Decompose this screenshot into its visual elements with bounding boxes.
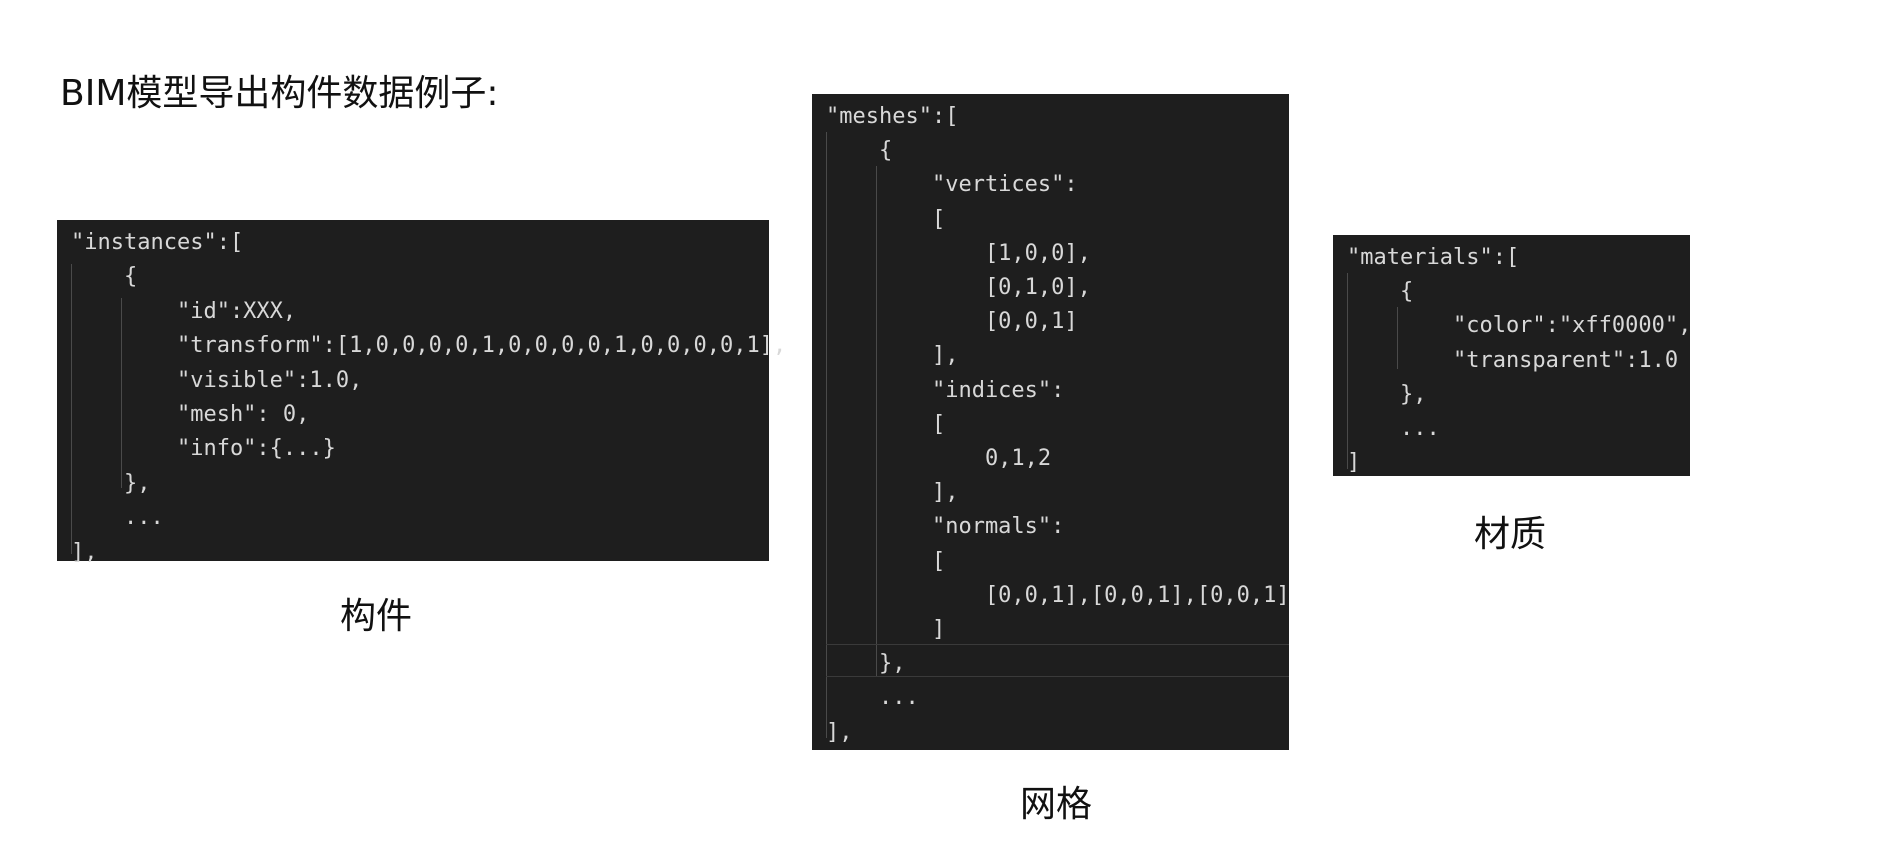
indent-guide [826, 132, 827, 738]
current-line-highlight [826, 644, 1289, 645]
code-line: { [826, 138, 893, 164]
code-line: ... [71, 505, 164, 531]
code-line: "info":{...} [71, 436, 336, 462]
indent-guide [876, 166, 877, 676]
code-line: { [1347, 279, 1414, 305]
code-line: }, [826, 651, 906, 677]
code-line: "id":XXX, [71, 298, 297, 324]
indent-guide [121, 298, 122, 488]
instances-code-block: "instances":[ { "id":XXX, "transform":[1… [57, 220, 786, 565]
code-line: "vertices": [826, 172, 1078, 198]
code-line: ] [1347, 450, 1361, 476]
code-line: ... [1347, 416, 1440, 442]
instances-caption: 构件 [340, 596, 413, 637]
page-heading: BIM模型导出构件数据例子: [60, 73, 499, 114]
code-line: [0,0,1],[0,0,1],[0,0,1] [826, 582, 1290, 608]
code-line: "transparent":1.0 [1347, 347, 1679, 373]
code-line: { [71, 264, 138, 290]
code-line: [ [826, 548, 946, 574]
code-line: "indices": [826, 377, 1065, 403]
code-line: ], [71, 539, 98, 565]
code-line: ], [826, 343, 959, 369]
materials-caption: 材质 [1474, 514, 1547, 555]
code-line: [1,0,0], [826, 240, 1091, 266]
meshes-code: "meshes":[ { "vertices": [ [1,0,0], [0,1… [826, 100, 1290, 750]
code-line: }, [1347, 381, 1427, 407]
code-line: "transform":[1,0,0,0,0,1,0,0,0,0,1,0,0,0… [71, 333, 787, 359]
current-line-highlight [826, 676, 1289, 677]
code-line: 0,1,2 [826, 446, 1052, 472]
indent-guide [71, 264, 72, 554]
indent-guide [1397, 307, 1398, 369]
code-line: ] [826, 617, 946, 643]
code-line: "mesh": 0, [71, 402, 310, 428]
meshes-caption: 网格 [1020, 784, 1093, 825]
materials-code-block: "materials":[ { "color":"xff0000", "tran… [1333, 235, 1691, 476]
indent-guide [1347, 273, 1348, 469]
code-line: "instances":[ [71, 230, 244, 255]
meshes-code-block: "meshes":[ { "vertices": [ [1,0,0], [0,1… [812, 94, 1290, 750]
materials-code: "materials":[ { "color":"xff0000", "tran… [1347, 241, 1692, 480]
code-line: "meshes":[ [826, 104, 959, 129]
code-line: "visible":1.0, [71, 367, 363, 393]
code-line: [0,1,0], [826, 275, 1091, 301]
code-line: ... [826, 685, 919, 711]
code-line: ], [826, 719, 853, 745]
instances-code: "instances":[ { "id":XXX, "transform":[1… [71, 226, 787, 570]
code-line: [ [826, 206, 946, 232]
code-line: ], [826, 480, 959, 506]
code-line: [0,0,1] [826, 309, 1078, 335]
code-line: }, [71, 470, 151, 496]
code-line: "materials":[ [1347, 245, 1520, 270]
code-line: [ [826, 411, 946, 437]
code-line: "color":"xff0000", [1347, 313, 1692, 339]
code-line: "normals": [826, 514, 1065, 540]
